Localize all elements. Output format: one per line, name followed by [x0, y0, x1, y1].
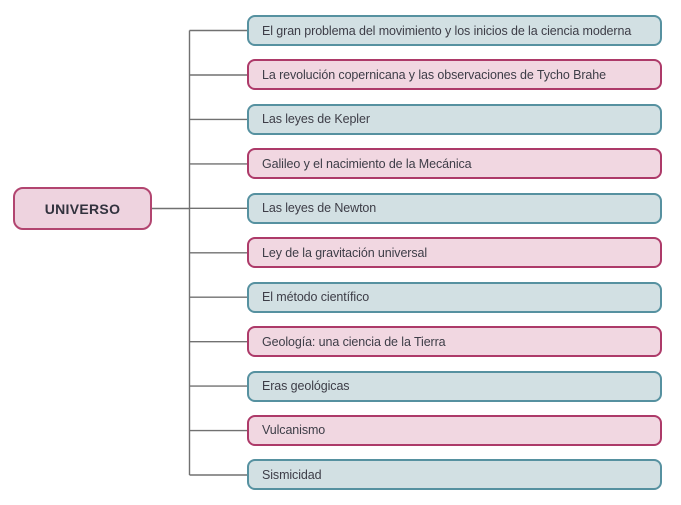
topic-label: Geología: una ciencia de la Tierra — [262, 334, 446, 349]
topic-node: El método científico — [247, 281, 662, 313]
topic-node: Geología: una ciencia de la Tierra — [247, 326, 662, 358]
topic-node: El gran problema del movimiento y los in… — [247, 15, 662, 46]
topic-label: Galileo y el nacimiento de la Mecánica — [262, 156, 472, 171]
topic-node: Las leyes de Kepler — [247, 103, 662, 135]
topic-node: Galileo y el nacimiento de la Mecánica — [247, 148, 662, 180]
topic-node: Vulcanismo — [247, 414, 662, 446]
topic-label: El gran problema del movimiento y los in… — [262, 23, 632, 38]
root-node-label: UNIVERSO — [44, 200, 121, 217]
topic-node: La revolución copernicana y las observac… — [247, 59, 662, 91]
topic-label: Vulcanismo — [262, 423, 326, 438]
topic-node-list: El gran problema del movimiento y los in… — [247, 15, 662, 491]
topic-node: Las leyes de Newton — [247, 192, 662, 224]
topic-label: Eras geológicas — [262, 379, 350, 393]
topic-node: Eras geológicas — [247, 370, 662, 402]
topic-node: Sismicidad — [247, 459, 662, 491]
topic-label: Ley de la gravitación universal — [262, 245, 428, 260]
topic-label: Las leyes de Newton — [262, 201, 377, 216]
topic-label: La revolución copernicana y las observac… — [262, 67, 606, 82]
root-node-universo: UNIVERSO — [13, 187, 152, 230]
topic-label: El método científico — [262, 290, 370, 305]
topic-label: Sismicidad — [262, 467, 322, 482]
topic-label: Las leyes de Kepler — [262, 112, 370, 127]
topic-node: Ley de la gravitación universal — [247, 237, 662, 269]
